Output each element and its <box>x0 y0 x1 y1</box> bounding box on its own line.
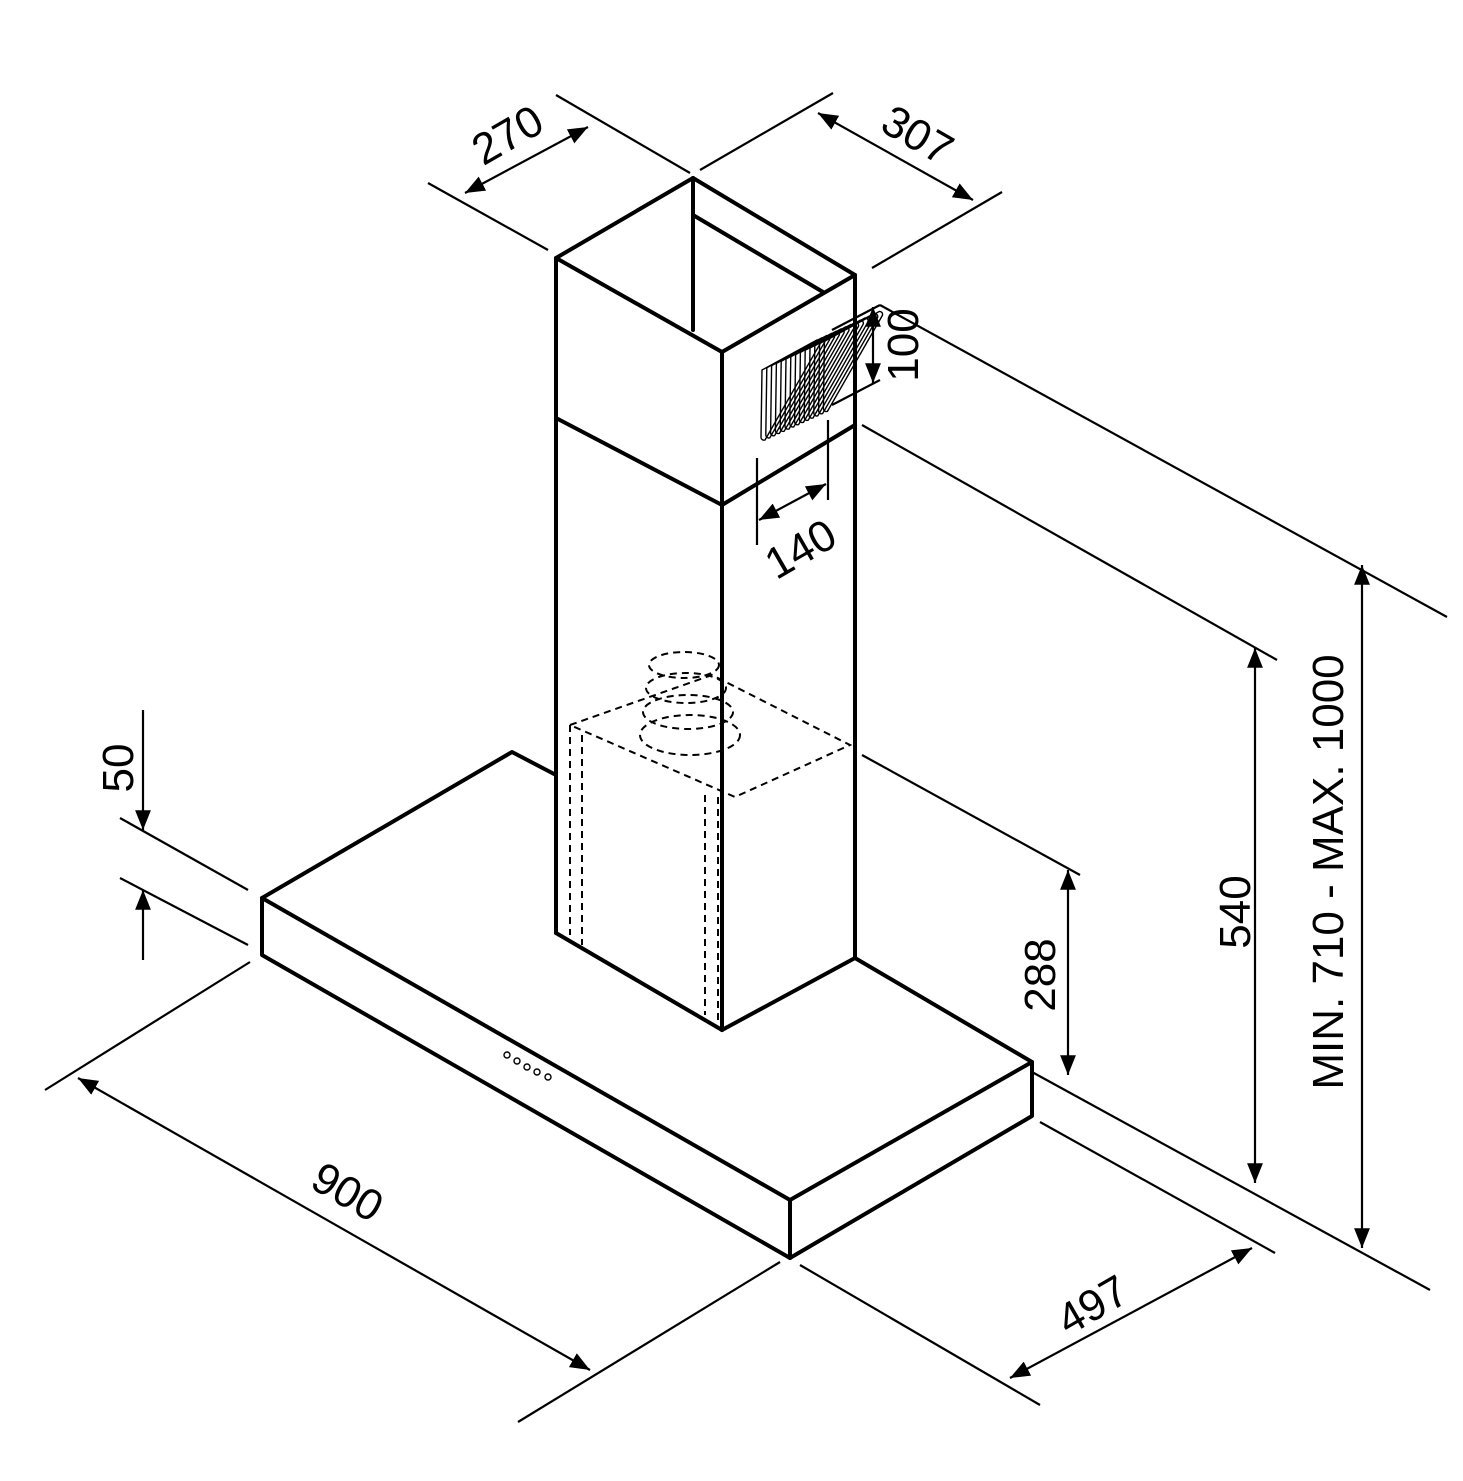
hidden-motor <box>569 651 853 1020</box>
dim-900: 900 <box>303 1153 391 1232</box>
extension-lines <box>44 92 1448 1423</box>
hood-canopy <box>260 750 1034 1260</box>
dim-540: 540 <box>1211 875 1260 948</box>
dimension-arrows <box>77 112 1370 1379</box>
dim-270: 270 <box>464 96 552 175</box>
dim-497: 497 <box>1049 1266 1137 1345</box>
dim-288: 288 <box>1016 938 1065 1011</box>
dim-140: 140 <box>757 510 845 589</box>
dim-total-height: MIN. 710 - MAX. 1000 <box>1304 654 1353 1089</box>
dim-100: 100 <box>879 308 928 381</box>
control-buttons <box>503 1051 552 1081</box>
dim-50: 50 <box>94 744 143 793</box>
chimney-outline <box>554 176 857 1032</box>
dim-307: 307 <box>873 96 961 175</box>
vent-grille <box>760 310 884 441</box>
